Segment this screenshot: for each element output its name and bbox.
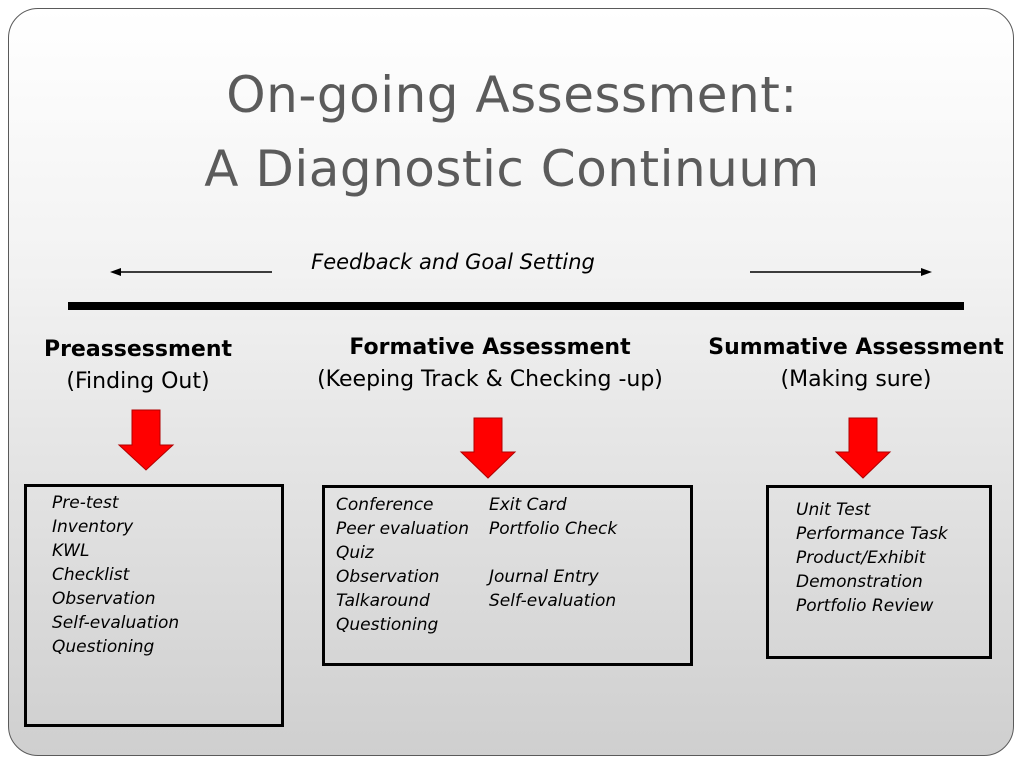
stage-title-summative: Summative Assessment bbox=[708, 335, 1004, 360]
stage-subtitle-formative: (Keeping Track & Checking -up) bbox=[317, 367, 663, 392]
list-item: Quiz bbox=[336, 543, 374, 563]
feedback-arrow-left-head bbox=[110, 268, 121, 276]
formative-box bbox=[322, 485, 693, 666]
list-item: Questioning bbox=[336, 615, 439, 635]
continuum-bar bbox=[68, 302, 964, 310]
down-arrow-formative bbox=[459, 417, 517, 479]
stage-title-formative: Formative Assessment bbox=[349, 335, 631, 360]
slide-title: On-going Assessment: A Diagnostic Contin… bbox=[0, 58, 1024, 206]
list-item: Product/Exhibit bbox=[796, 548, 926, 568]
list-item: Peer evaluation bbox=[336, 519, 469, 539]
stage-heading-pre: Preassessment (Finding Out) bbox=[38, 334, 238, 398]
list-item: Questioning bbox=[52, 637, 155, 657]
pre-box bbox=[24, 484, 284, 727]
list-item: Pre-test bbox=[52, 493, 119, 513]
list-item: Portfolio Check bbox=[489, 519, 618, 539]
stage-heading-summative: Summative Assessment (Making sure) bbox=[700, 332, 1012, 396]
feedback-label: Feedback and Goal Setting bbox=[311, 250, 595, 274]
list-item: Observation bbox=[336, 567, 440, 587]
slide-frame bbox=[8, 8, 1014, 756]
list-item: Performance Task bbox=[796, 524, 948, 544]
list-item: KWL bbox=[52, 541, 90, 561]
stage-subtitle-summative: (Making sure) bbox=[780, 367, 932, 392]
list-item: Self-evaluation bbox=[489, 591, 617, 611]
title-line-1: On-going Assessment: bbox=[226, 66, 798, 124]
formative-items-left: Conference Peer evaluation Quiz Observat… bbox=[336, 493, 469, 637]
list-item: Conference bbox=[336, 495, 434, 515]
pre-items-list: Pre-test Inventory KWL Checklist Observa… bbox=[52, 491, 179, 659]
list-item: Demonstration bbox=[796, 572, 923, 592]
list-item: Unit Test bbox=[796, 500, 871, 520]
list-item: Talkaround bbox=[336, 591, 430, 611]
list-item: Checklist bbox=[52, 565, 130, 585]
summative-box bbox=[766, 485, 992, 659]
stage-heading-formative: Formative Assessment (Keeping Track & Ch… bbox=[284, 332, 696, 396]
title-line-2: A Diagnostic Continuum bbox=[204, 140, 820, 198]
list-item: Journal Entry bbox=[489, 567, 599, 587]
list-item: Exit Card bbox=[489, 495, 567, 515]
list-item: Portfolio Review bbox=[796, 596, 934, 616]
down-arrow-pre bbox=[117, 409, 175, 471]
formative-items-right: Exit Card Portfolio Check Journal Entry … bbox=[489, 493, 617, 613]
list-item: Inventory bbox=[52, 517, 134, 537]
stage-subtitle-pre: (Finding Out) bbox=[66, 369, 210, 394]
list-item: Observation bbox=[52, 589, 156, 609]
down-arrow-summative bbox=[834, 417, 892, 479]
list-item bbox=[489, 541, 617, 565]
stage-title-pre: Preassessment bbox=[43, 337, 233, 362]
list-item: Self-evaluation bbox=[52, 613, 180, 633]
summative-items-list: Unit Test Performance Task Product/Exhib… bbox=[796, 498, 948, 618]
feedback-arrow-right-head bbox=[921, 268, 932, 276]
